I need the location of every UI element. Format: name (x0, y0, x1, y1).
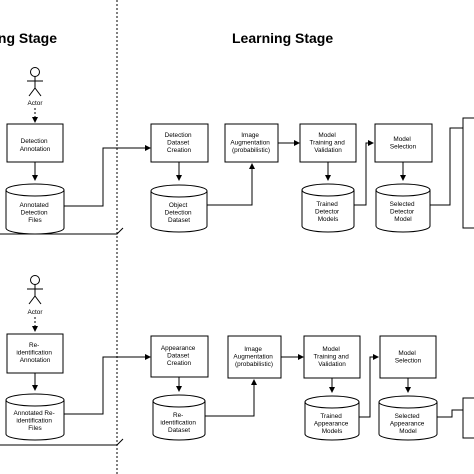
model-training-validation-box-top (299, 123, 357, 163)
arrow-dataset-to-augmentation-bottom (205, 379, 257, 417)
trained-appearance-models-label: Trained Appearance Models (314, 413, 350, 435)
annotation-stage-title: ing Stage (0, 30, 57, 46)
arrow-models-to-selection-bottom (359, 354, 379, 418)
annotated-reid-files-db (5, 393, 65, 441)
reid-dataset-label: Re- identification Dataset (160, 412, 197, 434)
trained-detector-models-db (301, 183, 355, 233)
reid-annotation-box (6, 333, 64, 374)
detection-dataset-creation-box (150, 123, 209, 163)
image-augmentation-box-top (224, 123, 279, 163)
arrow-files-to-dataset-creation-top (64, 145, 151, 207)
actor-icon-bottom (27, 275, 43, 305)
annotated-detection-files-label: Annotated Detection Files (20, 202, 51, 224)
model-training-validation-label-top: Model Training and Validation (309, 132, 346, 154)
next-stage-box-top (462, 117, 474, 229)
detection-dataset-creation-label: Detection Dataset Creation (165, 132, 194, 154)
learning-stage-title: Learning Stage (232, 30, 333, 46)
model-training-validation-label-bottom: Model Training and Validation (313, 346, 350, 368)
actor-label-bottom: Actor (28, 309, 44, 316)
arrow-selected-to-next-bottom (437, 409, 466, 418)
reid-annotation-label: Re- identification Annotation (16, 342, 53, 364)
model-selection-label-bottom: Model Selection (395, 350, 422, 365)
model-selection-label-top: Model Selection (390, 136, 417, 151)
arrow-selected-to-next-top (430, 127, 466, 206)
actor-icon-top (27, 67, 43, 97)
selected-detector-model-db (375, 183, 431, 233)
arrow-dataset-to-augmentation-top (207, 163, 255, 206)
next-stage-box-bottom (462, 397, 474, 439)
selected-detector-model-label: Selected Detector Model (390, 201, 417, 223)
image-augmentation-label-top: Image Augmentation (probabilistic) (230, 132, 271, 154)
arrow-models-to-selection-top (354, 140, 374, 206)
object-detection-dataset-db (150, 184, 208, 233)
appearance-dataset-creation-label: Appearance Dataset Creation (161, 345, 197, 367)
model-training-validation-box-bottom (303, 335, 361, 379)
image-augmentation-box-bottom (227, 335, 282, 379)
arrow-files-to-dataset-creation-bottom (64, 354, 151, 415)
selected-appearance-model-label: Selected Appearance Model (390, 413, 426, 435)
top-left-return-line (0, 227, 124, 235)
bottom-left-return-line (0, 438, 124, 446)
annotated-reid-files-label: Annotated Re- identification Files (14, 410, 57, 432)
appearance-dataset-creation-box (150, 335, 209, 378)
model-selection-box-top (374, 123, 433, 163)
selected-appearance-model-db (378, 395, 438, 441)
trained-detector-models-label: Trained Detector Models (315, 201, 341, 223)
image-augmentation-label-bottom: Image Augmentation (probabilistic) (233, 346, 274, 368)
detection-annotation-label: Detection Annotation (20, 138, 51, 153)
annotated-detection-files-db (5, 183, 65, 235)
reid-dataset-db (152, 394, 206, 441)
actor-label-top: Actor (28, 100, 44, 107)
detection-annotation-box (6, 123, 64, 163)
trained-appearance-models-db (304, 395, 360, 441)
object-detection-dataset-label: Object Detection Dataset (165, 202, 194, 224)
